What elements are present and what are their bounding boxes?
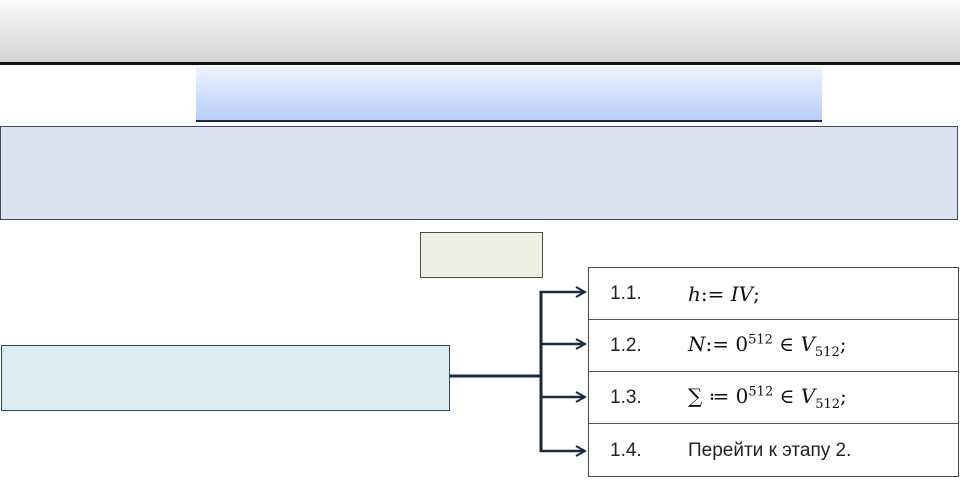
step-number: 1.4. <box>610 440 642 461</box>
step-row: 1.2. N:= 0512 ∈ V512; <box>589 320 958 372</box>
step-number: 1.1. <box>610 282 642 304</box>
stage-box <box>1 345 450 411</box>
step-formula: h:= IV; <box>688 281 760 306</box>
step-formula: N:= 0512 ∈ V512; <box>688 331 847 360</box>
step-formula: ∑ ≔ 0512 ∈ V512; <box>688 383 847 412</box>
description-banner <box>0 126 958 220</box>
step-number: 1.2. <box>610 334 642 356</box>
header-bar <box>0 0 960 65</box>
step-row: 1.4. Перейти к этапу 2. <box>589 425 958 477</box>
steps-table: 1.1. h:= IV; 1.2. N:= 0512 ∈ V512; 1.3. … <box>588 267 959 477</box>
step-row: 1.1. h:= IV; <box>589 268 958 320</box>
step-number: 1.3. <box>610 386 642 408</box>
step-row: 1.3. ∑ ≔ 0512 ∈ V512; <box>589 372 958 424</box>
small-label-box <box>420 232 543 278</box>
title-box <box>196 67 822 122</box>
step-text: Перейти к этапу 2. <box>688 440 852 461</box>
